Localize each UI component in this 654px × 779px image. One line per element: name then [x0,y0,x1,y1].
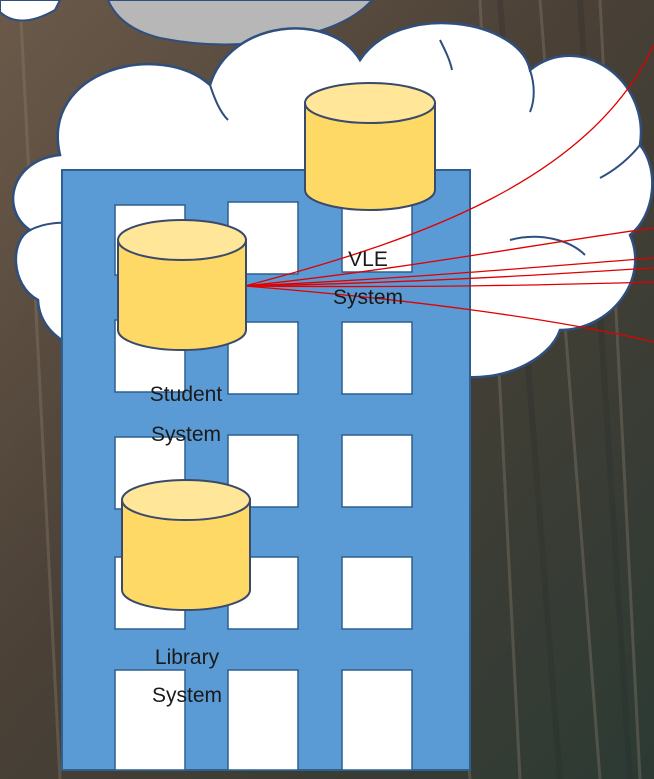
student-database [117,219,247,351]
student-label-line2: System [151,423,221,446]
connection-lines [244,44,654,343]
library-label-line2: System [152,684,222,707]
vle-label-line2: System [333,286,403,309]
vle-label-line1: VLE [348,248,388,271]
library-database [121,479,251,611]
student-label-line1: Student [150,383,223,406]
vle-database [304,82,436,211]
library-label-line1: Library [155,646,220,669]
